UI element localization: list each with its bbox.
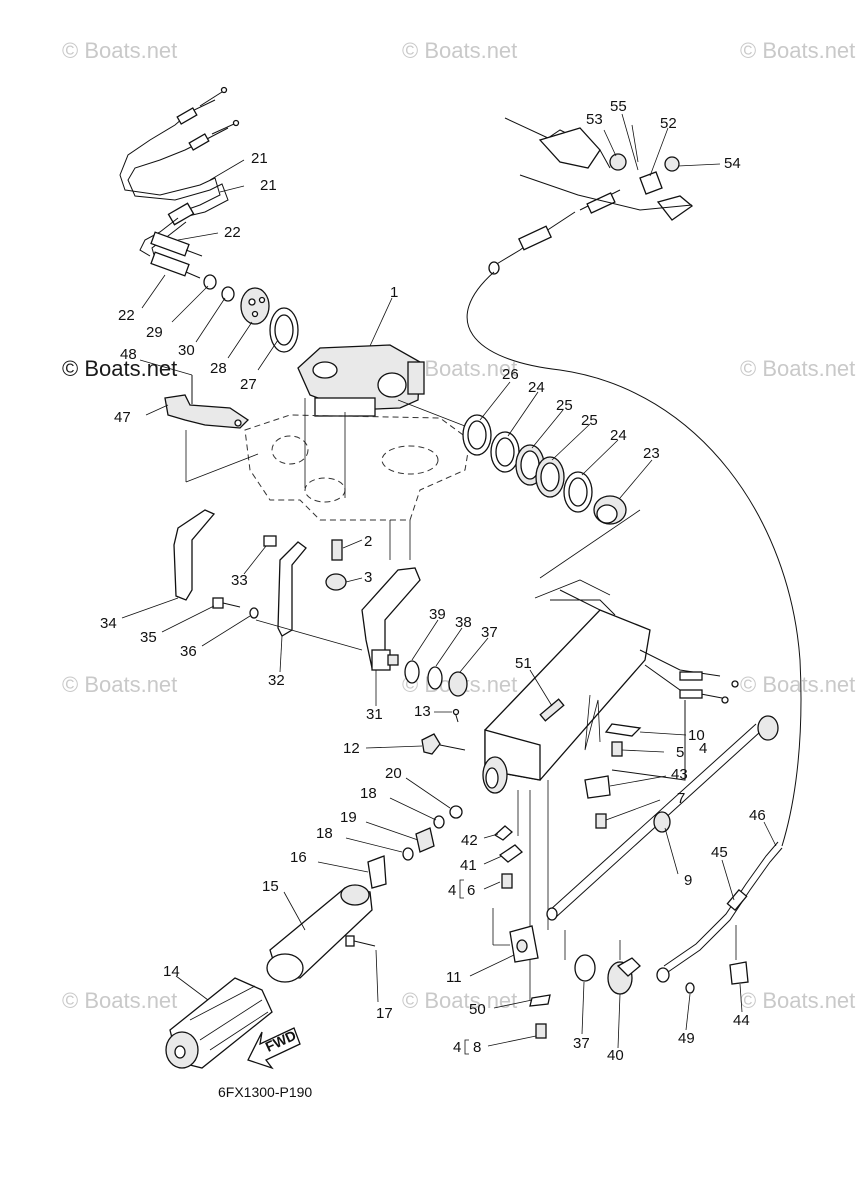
- callout-51: 51: [515, 655, 532, 672]
- callout-19: 19: [340, 809, 357, 826]
- callout-32: 32: [268, 672, 285, 689]
- callout-21: 21: [260, 177, 277, 194]
- callout-24: 24: [610, 427, 627, 444]
- callout-43: 43: [671, 766, 688, 783]
- callout-34: 34: [100, 615, 117, 632]
- callout-26: 26: [502, 366, 519, 383]
- callout-18: 18: [316, 825, 333, 842]
- callout-7: 7: [677, 790, 685, 807]
- callout-52: 52: [660, 115, 677, 132]
- diagram-code: 6FX1300-P190: [218, 1084, 312, 1100]
- callout-20: 20: [385, 765, 402, 782]
- callout-8: 8: [473, 1039, 481, 1056]
- lower-brackets: [492, 825, 551, 1039]
- callout-6: 6: [467, 882, 475, 899]
- watermark: © Boats.net: [62, 988, 178, 1013]
- callout-21: 21: [251, 150, 268, 167]
- callout-40: 40: [607, 1047, 624, 1064]
- callout-46: 46: [749, 807, 766, 824]
- watermark: © Boats.net: [62, 356, 178, 381]
- callout-33: 33: [231, 572, 248, 589]
- callout-17: 17: [376, 1005, 393, 1022]
- callout-35: 35: [140, 629, 157, 646]
- tiller-arm: [482, 509, 739, 1000]
- callout-49: 49: [678, 1030, 695, 1047]
- callout-39: 39: [429, 606, 446, 623]
- callout-29: 29: [146, 324, 163, 341]
- long-cable-loop: [466, 271, 802, 847]
- watermark: © Boats.net: [402, 38, 518, 63]
- throttle-arms: [173, 509, 421, 671]
- watermark: © Boats.net: [740, 672, 856, 697]
- washer-stack: [462, 414, 627, 525]
- callout-labels: 1 2 3 4 4 4 5 6 7 8 9 10 11 12 13 14 15 …: [100, 98, 766, 1064]
- callout-48: 48: [120, 346, 137, 363]
- callout-44: 44: [733, 1012, 750, 1029]
- leader-lines: [121, 113, 777, 1049]
- steering-bracket: [297, 344, 425, 417]
- callout-25: 25: [556, 397, 573, 414]
- callout-18: 18: [360, 785, 377, 802]
- lower-washer-40: [564, 930, 641, 995]
- callout-22: 22: [118, 307, 135, 324]
- callout-23: 23: [643, 445, 660, 462]
- callout-37: 37: [573, 1035, 590, 1052]
- callout-24: 24: [528, 379, 545, 396]
- callout-54: 54: [724, 155, 741, 172]
- callout-25: 25: [581, 412, 598, 429]
- callout-45: 45: [711, 844, 728, 861]
- callout-37: 37: [481, 624, 498, 641]
- callout-47: 47: [114, 409, 131, 426]
- callout-38: 38: [455, 614, 472, 631]
- mounting-plate: [185, 398, 471, 560]
- watermark: © Boats.net: [62, 38, 178, 63]
- throttle-grip: [165, 855, 387, 1069]
- callout-27: 27: [240, 376, 257, 393]
- callout-10: 10: [688, 727, 705, 744]
- watermark: © Boats.net: [740, 38, 856, 63]
- callout-3: 3: [364, 569, 372, 586]
- callout-9: 9: [684, 872, 692, 889]
- watermark: © Boats.net: [740, 356, 856, 381]
- callout-5: 5: [676, 744, 684, 761]
- callout-30: 30: [178, 342, 195, 359]
- bracket-47: [164, 375, 250, 429]
- callout-28: 28: [210, 360, 227, 377]
- callout-16: 16: [290, 849, 307, 866]
- callout-41: 41: [460, 857, 477, 874]
- watermark: © Boats.net: [740, 988, 856, 1013]
- callout-13: 13: [414, 703, 431, 720]
- callout-22: 22: [224, 224, 241, 241]
- callout-1: 1: [390, 284, 398, 301]
- callout-53: 53: [586, 111, 603, 128]
- callout-31: 31: [366, 706, 383, 723]
- callout-11: 11: [446, 969, 462, 986]
- callout-15: 15: [262, 878, 279, 895]
- callout-4: 4: [699, 740, 707, 757]
- callout-55: 55: [610, 98, 627, 115]
- friction-parts: [402, 805, 463, 861]
- throttle-cables: [119, 86, 240, 279]
- top-right-cable: [488, 117, 694, 275]
- callout-14: 14: [163, 963, 180, 980]
- watermark: © Boats.net: [62, 672, 178, 697]
- spacers: [404, 660, 468, 697]
- callout-12: 12: [343, 740, 360, 757]
- callout-2: 2: [364, 533, 372, 550]
- screw-12: [421, 708, 466, 755]
- pulley-parts: [203, 274, 299, 353]
- watermark: © Boats.net: [402, 988, 518, 1013]
- right-cable-assembly: [546, 694, 779, 921]
- callout-4: 4: [453, 1039, 461, 1056]
- callout-42: 42: [461, 832, 478, 849]
- grouping-brackets: [459, 879, 469, 1055]
- fwd-arrow: FWD: [247, 1027, 301, 1070]
- callout-36: 36: [180, 643, 197, 660]
- callout-50: 50: [469, 1001, 486, 1018]
- callout-4: 4: [448, 882, 456, 899]
